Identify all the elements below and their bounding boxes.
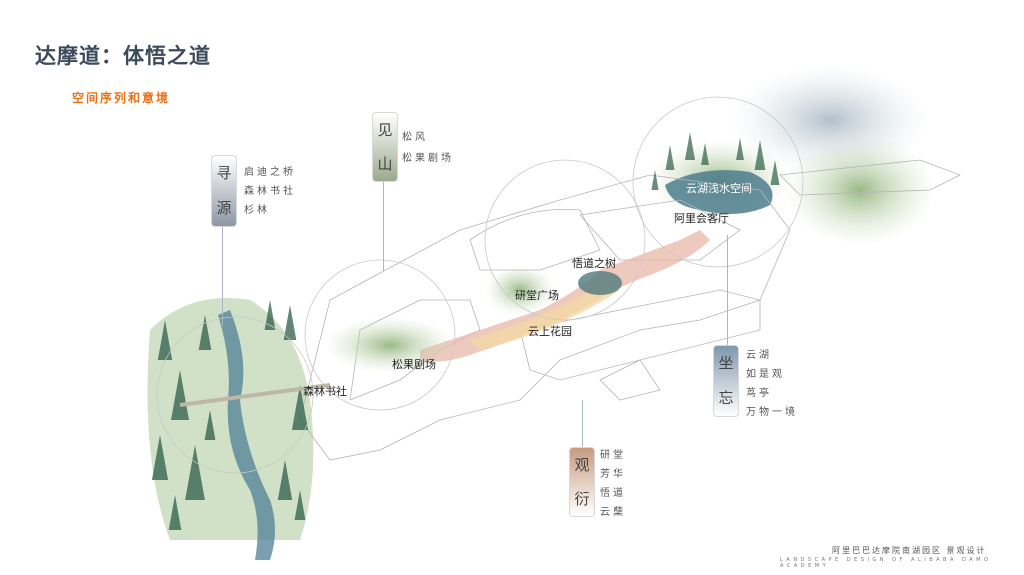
tag-jianshan: 见 山 xyxy=(372,112,398,182)
page-title: 达摩道：体悟之道 xyxy=(35,44,211,68)
tag-item: 松果剧场 xyxy=(402,153,454,164)
tag-char: 源 xyxy=(216,199,232,217)
pine-tree-icon xyxy=(198,315,212,350)
central-promenade xyxy=(420,230,710,362)
tag-item: 云蘖 xyxy=(600,507,626,518)
tag-item: 杉林 xyxy=(244,205,270,216)
tag-xunyuan-items: 启迪之桥 森林书社 杉林 xyxy=(244,163,296,220)
tag-char: 观 xyxy=(574,455,590,474)
map-label-cloud-lake: 云湖浅水空间 xyxy=(686,182,752,195)
tag-item: 森林书社 xyxy=(244,186,296,197)
pine-tree-icon xyxy=(204,410,216,440)
tag-char: 坐 xyxy=(718,354,734,372)
garden-greenery xyxy=(325,317,455,373)
pine-tree-icon xyxy=(157,320,173,360)
footer-project-name: 阿里巴巴达摩院南湖园区 景观设计 xyxy=(832,546,987,555)
plaza-greenery xyxy=(485,265,555,315)
pine-tree-icon xyxy=(151,435,169,480)
tag-guanyan: 观 衍 xyxy=(569,447,595,517)
tag-xunyuan: 寻 源 xyxy=(211,155,237,227)
map-label-forest-library: 森林书社 xyxy=(303,385,347,398)
pine-tree-icon xyxy=(770,160,780,185)
tag-item: 悟道 xyxy=(600,488,626,499)
tag-char: 忘 xyxy=(718,389,734,407)
tag-char: 寻 xyxy=(216,164,232,182)
leader-line-jianshan xyxy=(383,181,384,271)
tag-zuowang: 坐 忘 xyxy=(713,345,739,417)
pine-tree-icon xyxy=(665,145,675,170)
pine-trees xyxy=(151,300,309,530)
tag-item: 茑亭 xyxy=(746,388,772,399)
pine-tree-icon xyxy=(185,445,205,500)
footer-project-name-en: LANDSCAPE DESIGN OF ALIBABA DAMO ACADEMY xyxy=(780,557,992,569)
tag-item: 云湖 xyxy=(746,350,772,361)
tree-pond xyxy=(578,271,622,295)
cloud-lake xyxy=(665,170,773,214)
leader-line-xunyuan xyxy=(222,226,223,326)
pine-tree-icon xyxy=(651,170,659,190)
zone-circles xyxy=(156,96,804,474)
tag-char: 山 xyxy=(377,154,393,173)
pine-tree-icon xyxy=(754,140,766,170)
pine-tree-icon xyxy=(264,300,276,330)
tag-item: 研堂 xyxy=(600,450,626,461)
building-outlines xyxy=(299,159,961,461)
pine-tree-icon xyxy=(277,460,293,500)
pine-tree-icon xyxy=(701,143,709,165)
tag-item: 松风 xyxy=(402,132,428,143)
tag-char: 衍 xyxy=(574,489,590,508)
pine-tree-icon xyxy=(736,138,744,160)
top-pine-trees xyxy=(651,132,780,190)
map-label-enlightenment-tree: 悟道之树 xyxy=(572,257,616,270)
forest-wash-right xyxy=(785,135,935,245)
pine-tree-icon xyxy=(684,132,696,160)
bridge xyxy=(179,383,331,407)
map-label-ali-lounge: 阿里会客厅 xyxy=(674,212,729,225)
tag-item: 万物一境 xyxy=(746,407,798,418)
pine-tree-icon xyxy=(171,370,189,420)
map-label-cloud-garden: 云上花园 xyxy=(528,325,572,338)
leader-line-guanyan xyxy=(582,400,583,447)
tag-item: 如是观 xyxy=(746,369,785,380)
pine-tree-icon xyxy=(168,495,182,530)
leader-line-zuowang xyxy=(727,235,728,345)
pine-tree-icon xyxy=(291,385,309,430)
map-label-pinecone-theater: 松果剧场 xyxy=(392,358,436,371)
pine-tree-icon xyxy=(294,490,306,520)
tag-jianshan-items: 松风 松果剧场 xyxy=(402,127,454,169)
tag-char: 见 xyxy=(377,120,393,139)
tag-guanyan-items: 研堂 芳华 悟道 云蘖 xyxy=(600,446,626,522)
page-subtitle: 空间序列和意境 xyxy=(72,91,171,105)
tag-zuowang-items: 云湖 如是观 茑亭 万物一境 xyxy=(746,346,798,422)
river xyxy=(218,310,275,560)
map-label-research-plaza: 研堂广场 xyxy=(515,289,559,302)
tag-item: 芳华 xyxy=(600,469,626,480)
tag-item: 启迪之桥 xyxy=(244,167,296,178)
pine-tree-icon xyxy=(283,305,297,340)
